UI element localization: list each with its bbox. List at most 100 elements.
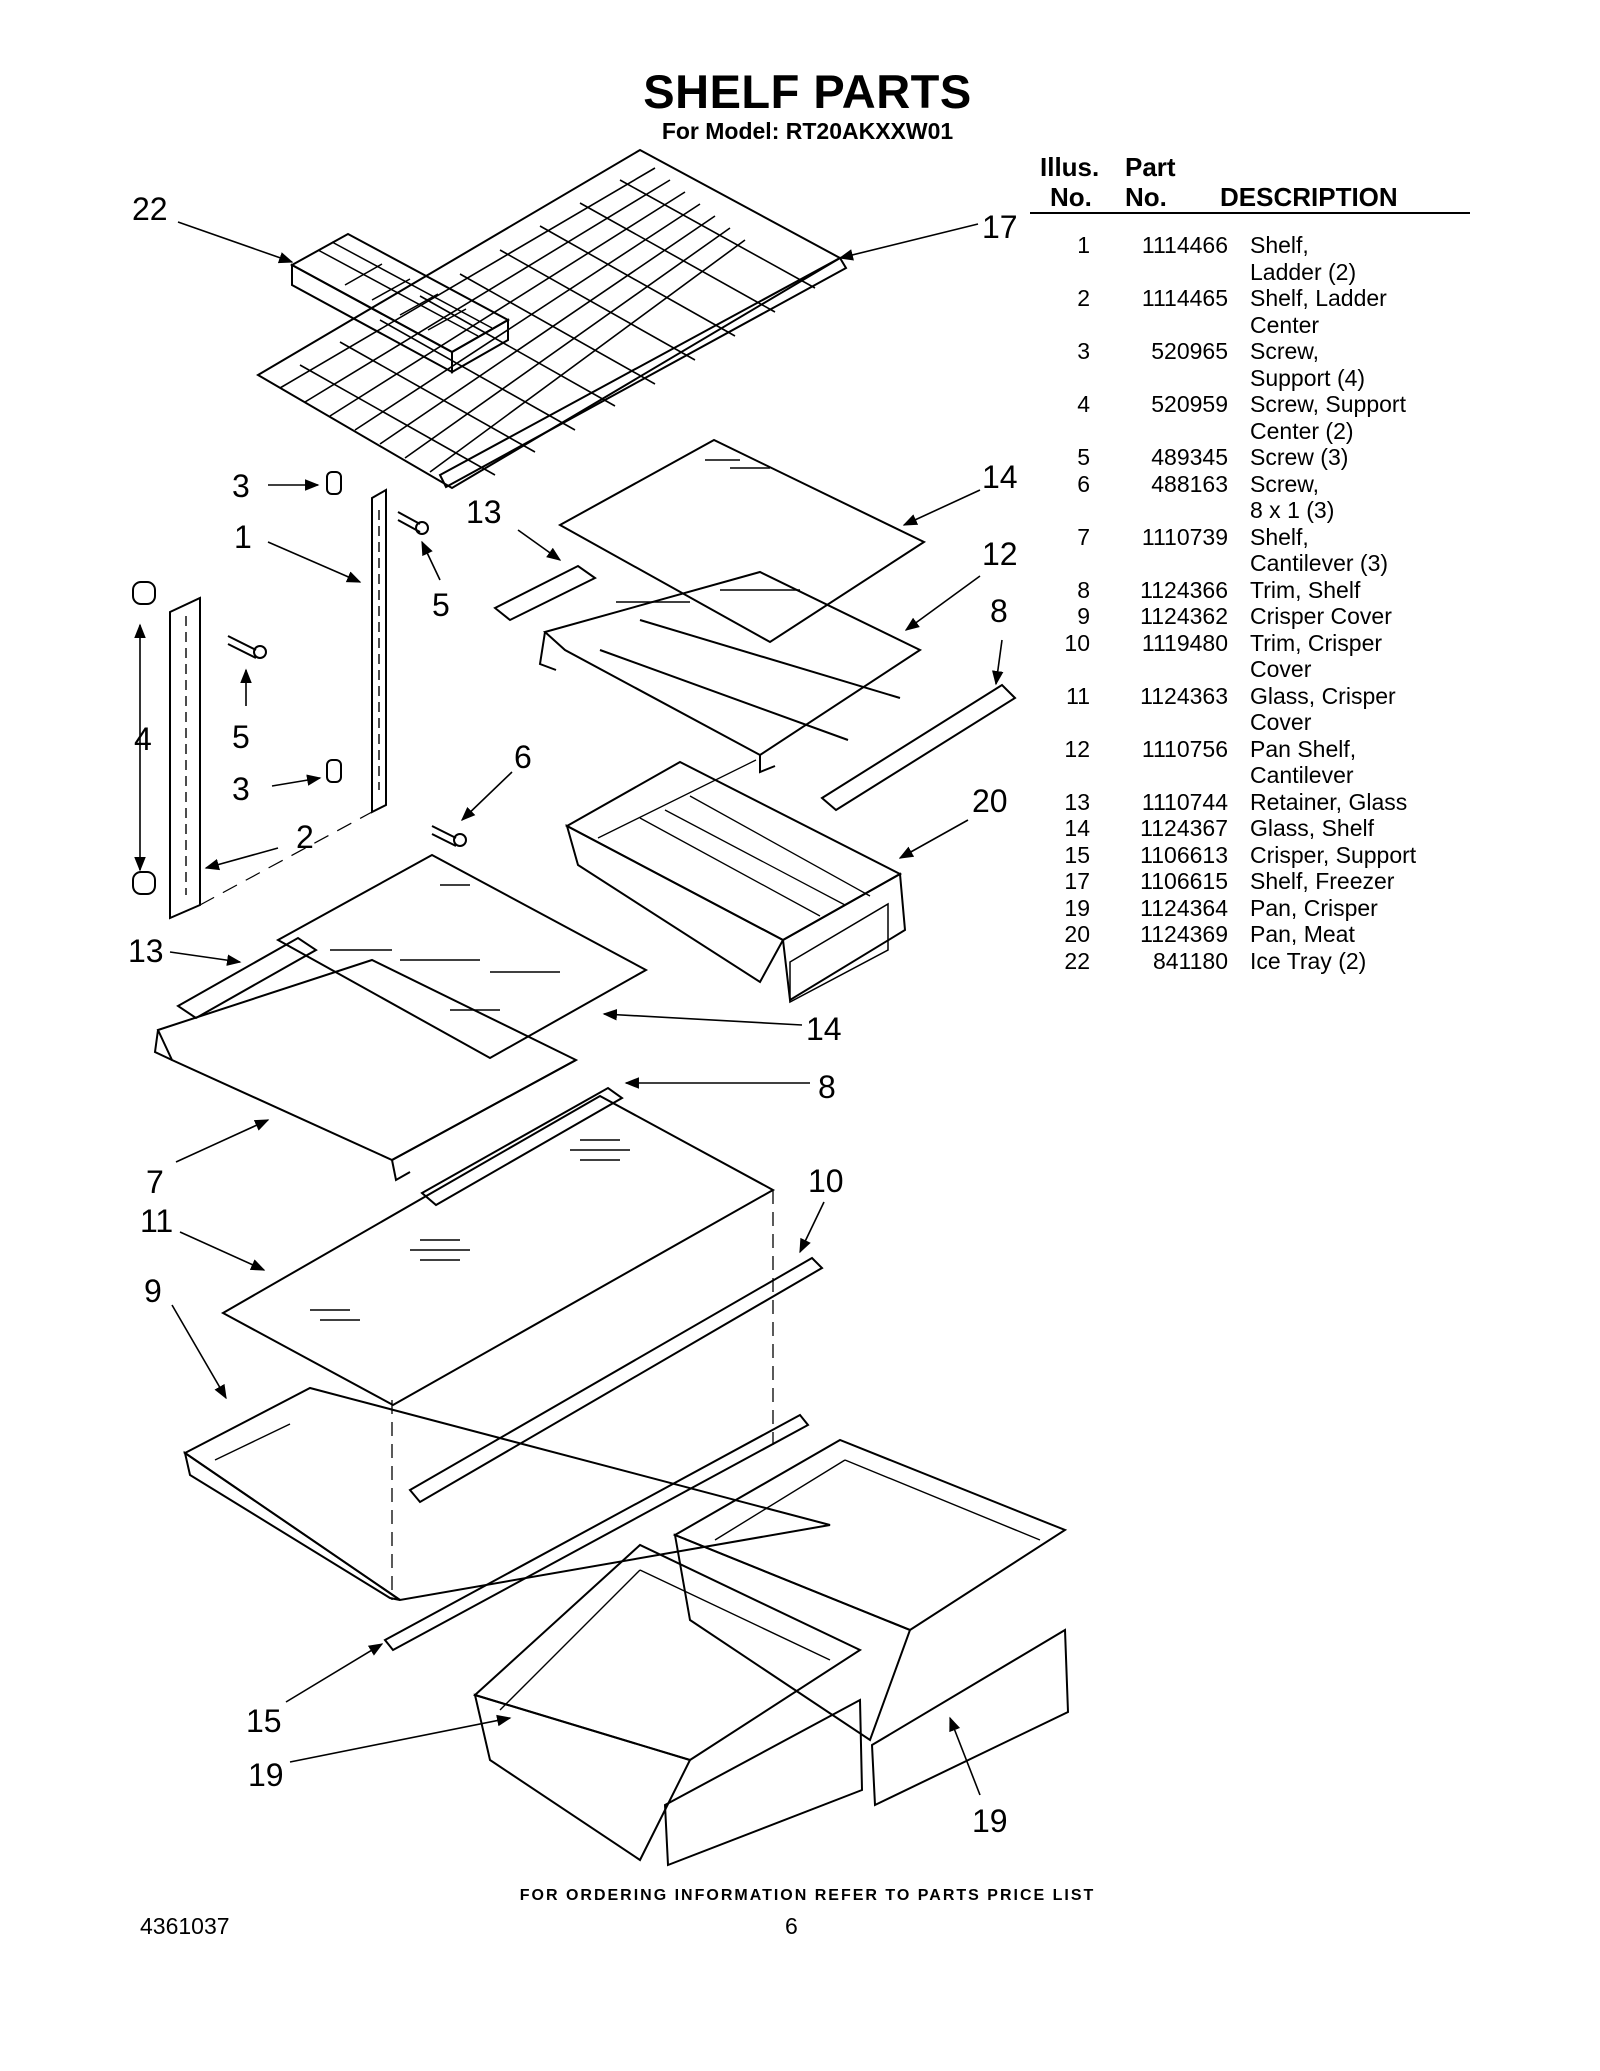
part-description: Retainer, Glass <box>1250 788 1408 815</box>
part-number: 1124366 <box>1140 576 1228 603</box>
part-description: Screw, 8 x 1 (3) <box>1250 470 1335 524</box>
illus-number: 15 <box>1064 841 1090 868</box>
part-description: Screw, Support Center (2) <box>1250 391 1406 444</box>
illus-number: 11 <box>1066 682 1090 709</box>
illus-number: 17 <box>1064 868 1090 894</box>
illus-number: 12 <box>1064 735 1090 762</box>
illus-number: 2 <box>1077 285 1090 311</box>
part-number: 841180 <box>1152 947 1228 974</box>
trim-crisper-cover <box>408 1256 824 1504</box>
screws <box>227 511 467 847</box>
retainer-glass-lower <box>176 936 318 1020</box>
ladder-shelf-center <box>132 581 373 920</box>
callout-5-lower: 5 <box>232 719 250 755</box>
part-description: Screw (3) <box>1250 444 1349 470</box>
header-illus: Illus. <box>1040 152 1100 182</box>
callout-3-upper: 3 <box>232 468 250 504</box>
illus-number: 4 <box>1077 391 1090 417</box>
model-subtitle: For Model: RT20AKXXW01 <box>661 118 954 144</box>
callout-15: 15 <box>246 1703 282 1739</box>
part-number: 1114466 <box>1141 232 1228 258</box>
callout-1: 1 <box>234 519 252 555</box>
meat-pan <box>564 759 907 1004</box>
shelf-cantilever <box>153 958 579 1182</box>
part-description: Pan, Meat <box>1250 921 1355 947</box>
page-title: SHELF PARTS <box>643 65 972 118</box>
callout-14-lower: 14 <box>806 1011 842 1047</box>
trim-shelf-lower <box>420 1086 624 1207</box>
header-part-no: No. <box>1125 182 1167 212</box>
illus-number: 22 <box>1064 947 1090 974</box>
part-description: Crisper, Support <box>1250 841 1417 868</box>
part-description: Trim, Shelf <box>1250 576 1361 603</box>
part-number: 1110756 <box>1141 735 1228 762</box>
pan-shelf-cantilever <box>538 570 923 774</box>
ice-tray <box>289 232 511 374</box>
part-number: 1106615 <box>1140 868 1228 894</box>
ordering-note: FOR ORDERING INFORMATION REFER TO PARTS … <box>519 1887 1096 1904</box>
part-number: 1119480 <box>1141 629 1228 656</box>
crisper-cover-frame <box>183 1190 831 1602</box>
trim-shelf-upper <box>820 683 1017 812</box>
part-description: Glass, Crisper Cover <box>1250 682 1396 736</box>
parts-row: 12 1110756 Pan Shelf, Cantilever <box>1030 736 1470 789</box>
callout-6: 6 <box>514 739 532 775</box>
glass-shelf-upper <box>557 438 927 644</box>
callout-17: 17 <box>982 209 1018 245</box>
callout-8-lower: 8 <box>818 1069 836 1105</box>
retainer-glass-upper <box>493 564 597 622</box>
part-number: 1124364 <box>1140 894 1228 921</box>
callout-labels: 22 17 3 1 5 13 14 12 8 4 5 3 6 2 20 13 1… <box>128 191 1018 1839</box>
illus-number: 13 <box>1064 788 1090 815</box>
part-number: 520959 <box>1151 391 1228 417</box>
crisper-pan-right <box>672 1438 1070 1807</box>
callout-3-lower: 3 <box>232 771 250 807</box>
part-description: Shelf, Cantilever (3) <box>1250 523 1389 577</box>
callout-20: 20 <box>972 783 1008 819</box>
parts-row: 22 841180 Ice Tray (2) <box>1030 948 1470 975</box>
callout-19-right: 19 <box>972 1803 1008 1839</box>
part-number: 1124362 <box>1140 603 1228 629</box>
header-illus-no: No. <box>1050 182 1092 212</box>
part-description: Glass, Shelf <box>1250 815 1374 841</box>
callout-11: 11 <box>140 1203 173 1239</box>
crisper-support <box>383 1413 810 1652</box>
illus-number: 6 <box>1077 470 1090 497</box>
part-number: 489345 <box>1151 444 1228 470</box>
parts-row: 6 488163 Screw, 8 x 1 (3) <box>1030 471 1470 524</box>
part-number: 488163 <box>1151 470 1228 497</box>
parts-row: 17 1106615 Shelf, Freezer <box>1030 868 1470 895</box>
header-description: DESCRIPTION <box>1220 182 1398 212</box>
callout-14-upper: 14 <box>982 459 1018 495</box>
freezer-shelf <box>256 148 848 490</box>
illus-number: 1 <box>1077 232 1090 258</box>
callout-5-upper: 5 <box>432 587 450 623</box>
crisper-pan-left <box>473 1543 864 1867</box>
part-number: 1110739 <box>1141 523 1228 550</box>
part-description: Shelf, Freezer <box>1250 868 1395 894</box>
part-number: 520965 <box>1151 338 1228 364</box>
callout-4: 4 <box>134 721 152 757</box>
leader-arrows <box>134 221 1004 1796</box>
callout-2: 2 <box>296 819 314 855</box>
parts-row: 5 489345 Screw (3) <box>1030 444 1470 471</box>
callout-12: 12 <box>982 536 1018 572</box>
callout-13-upper: 13 <box>466 494 502 530</box>
part-description: Pan Shelf, Cantilever <box>1250 735 1357 789</box>
part-description: Ice Tray (2) <box>1250 947 1367 974</box>
part-number: 1124367 <box>1140 815 1228 841</box>
illus-number: 5 <box>1077 444 1090 470</box>
part-description: Crisper Cover <box>1250 603 1392 629</box>
